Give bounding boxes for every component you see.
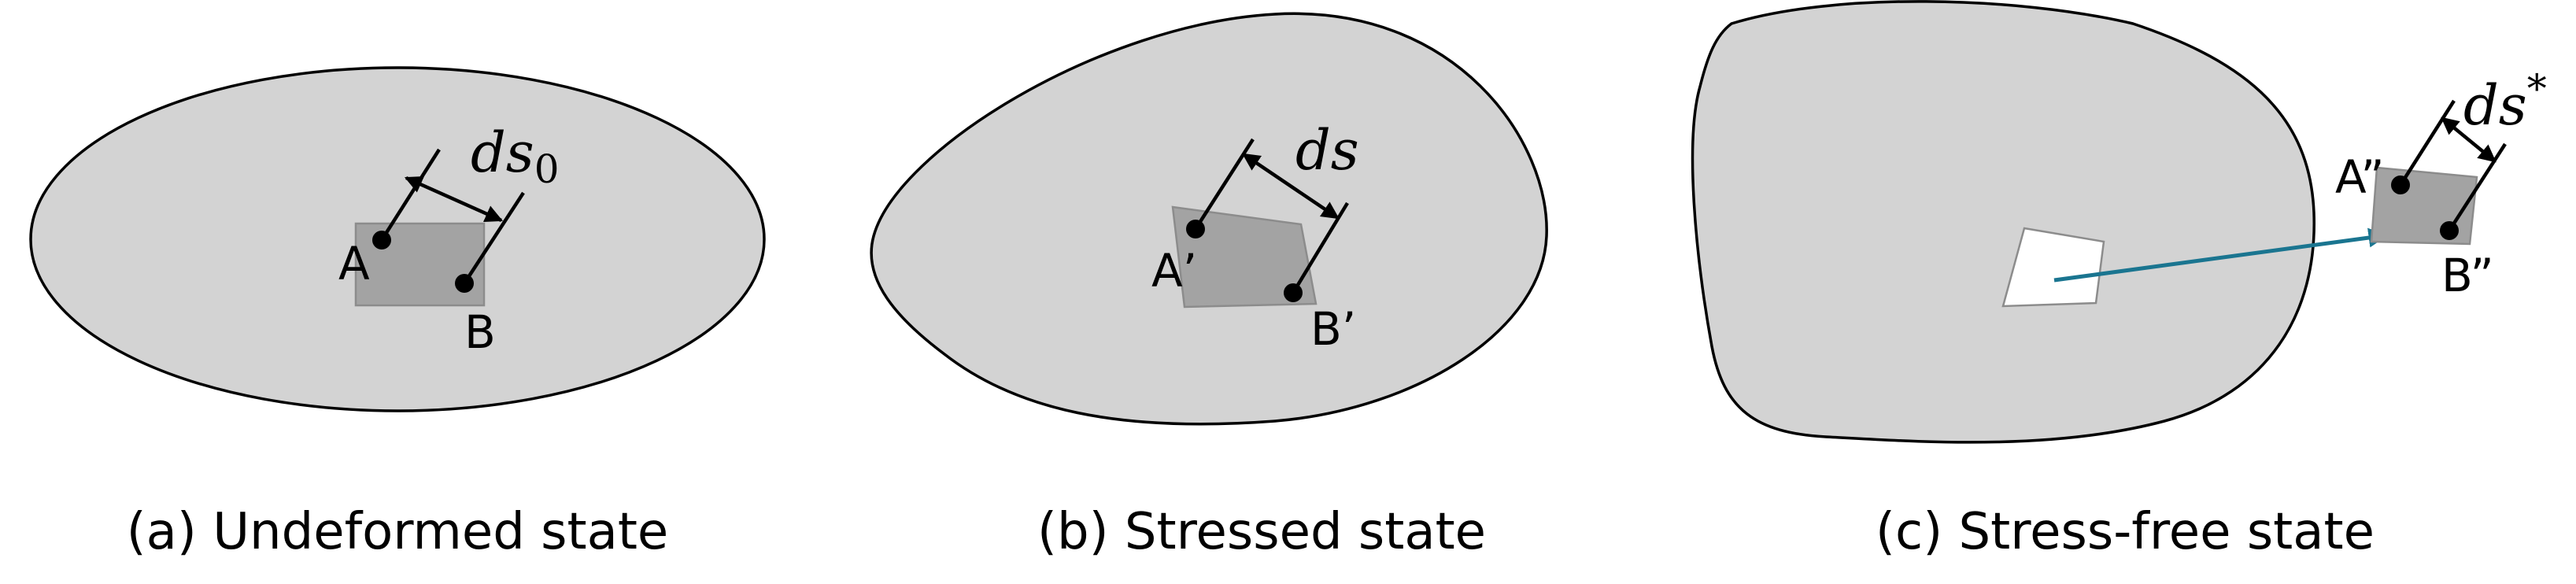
label-point-b-double-prime: B” xyxy=(2441,249,2494,302)
stress-free-body xyxy=(1691,0,2315,444)
panel-undeformed: A B ds0 (a) Undeformed state xyxy=(29,66,766,561)
label-ds0: ds0 xyxy=(471,120,560,192)
caption-undeformed: (a) Undeformed state xyxy=(127,503,669,561)
mapping-arrow xyxy=(2053,227,2389,283)
label-ds: ds xyxy=(1295,118,1359,183)
label-point-a-prime: A’ xyxy=(1151,244,1197,298)
label-point-b-prime: B’ xyxy=(1310,302,1356,356)
point-a-double-prime xyxy=(2391,176,2410,194)
caption-stress-free: (c) Stress-free state xyxy=(1876,503,2375,561)
void-element xyxy=(2001,227,2105,308)
label-point-a: A xyxy=(338,237,370,290)
caption-stressed: (b) Stressed state xyxy=(1037,503,1486,561)
label-point-a-double-prime: A” xyxy=(2335,150,2385,204)
ds0-extension-line-b xyxy=(463,191,525,285)
point-a-prime xyxy=(1186,220,1205,238)
point-b-double-prime xyxy=(2440,221,2459,240)
label-ds-star: ds* xyxy=(2463,66,2547,138)
ds-star-dimension-arrow xyxy=(2441,116,2497,163)
panel-stress-free: A” B” ds* (c) Stress-free state xyxy=(1691,0,2547,561)
point-b xyxy=(455,274,474,293)
ds0-dimension-arrow xyxy=(404,176,504,223)
ds-dimension-arrow xyxy=(1242,153,1340,220)
ds-star-extension-line-a xyxy=(2399,99,2456,187)
point-b-prime xyxy=(1284,283,1303,302)
point-a xyxy=(372,231,391,249)
label-point-b: B xyxy=(464,305,496,359)
stress-free-element xyxy=(2370,166,2478,246)
panel-stressed: A’ B’ ds (b) Stressed state xyxy=(870,12,1548,561)
